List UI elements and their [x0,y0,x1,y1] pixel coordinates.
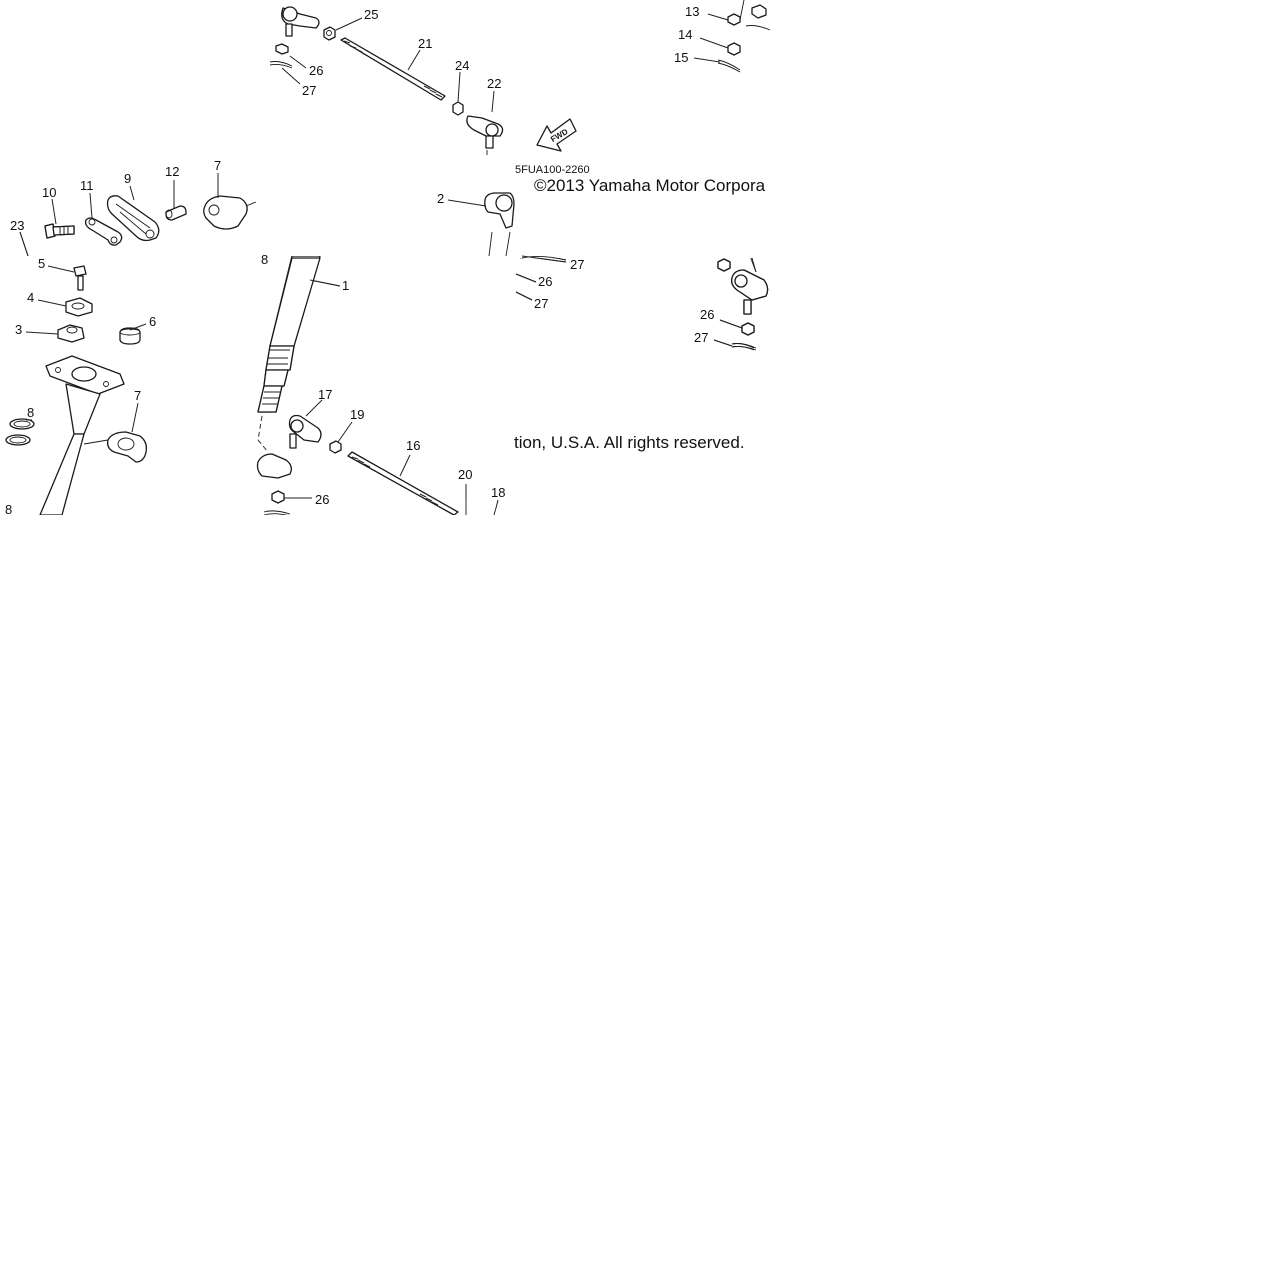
callout-22: 22 [487,76,501,91]
callout-5: 5 [38,256,45,271]
callout-19: 19 [350,407,364,422]
callout-27: 27 [694,330,708,345]
callout-8: 8 [261,252,268,267]
callout-26: 26 [700,307,714,322]
callout-11: 11 [80,178,94,193]
callout-7: 7 [134,388,141,403]
callout-27: 27 [534,296,548,311]
tie-rod-end-22 [466,115,504,149]
clamp-7-upper [203,195,257,230]
nut-26-upper-left [275,43,289,55]
bushing-half-4 [65,297,93,317]
callout-4: 4 [27,290,34,305]
callout-9: 9 [124,171,131,186]
callout-25: 25 [364,7,378,22]
nut-24 [452,101,464,116]
copyright-line-1: ©2013 Yamaha Motor Corpora [534,176,766,195]
callout-6: 6 [149,314,156,329]
callout-26: 26 [538,274,552,289]
copyright-line-2: tion, U.S.A. All rights reserved. [514,433,745,452]
callout-1: 1 [342,278,349,293]
callout-14: 14 [678,27,692,42]
callout-23: 23 [10,218,24,233]
tie-rod-16 [347,451,459,516]
callout-2: 2 [437,191,444,206]
nut-25 [323,26,336,41]
callout-15: 15 [674,50,688,65]
callout-26: 26 [309,63,323,78]
upper-right-hardware [717,0,771,73]
callout-13: 13 [685,4,699,19]
callout-16: 16 [406,438,420,453]
callout-10: 10 [42,185,56,200]
callout-20: 20 [458,467,472,482]
clamp-7-lower [83,431,148,463]
drawing-code: 5FUA100-2260 [515,164,590,176]
bushing-half-3 [57,324,85,343]
bolt-5 [73,265,87,291]
callout-27: 27 [570,257,584,272]
callout-26: 26 [315,492,329,507]
cotter-pin-27-upper-left [269,61,293,69]
nut-26-lower [271,490,285,504]
callout-21: 21 [418,36,432,51]
callout-labels: 25 21 26 27 24 22 13 14 15 5FUA100-2260 … [5,4,766,517]
nut-19 [329,440,342,454]
callout-3: 3 [15,322,22,337]
callout-8: 8 [5,502,12,517]
callout-27: 27 [302,83,316,98]
callout-24: 24 [455,58,469,73]
callout-17: 17 [318,387,332,402]
pitman-arm-lower [256,439,292,479]
callout-8: 8 [27,405,34,420]
tie-rod-end-17 [288,414,322,449]
tie-rod-21 [340,37,446,101]
callout-12: 12 [165,164,179,179]
bracket-9 [106,195,160,242]
lock-washer-11 [84,217,123,246]
edge-redraw [19,150,769,413]
cap-6 [119,327,141,345]
tie-rod-end-upper-left [281,6,320,37]
snap-ring-8 [9,418,35,430]
callout-18: 18 [491,485,505,500]
fwd-arrow: FWD [536,118,577,152]
part-20-18 [465,500,497,516]
callout-7: 7 [214,158,221,173]
column-bracket [39,355,125,516]
snap-ring-8-lower [5,434,31,446]
collar-12 [165,205,187,221]
